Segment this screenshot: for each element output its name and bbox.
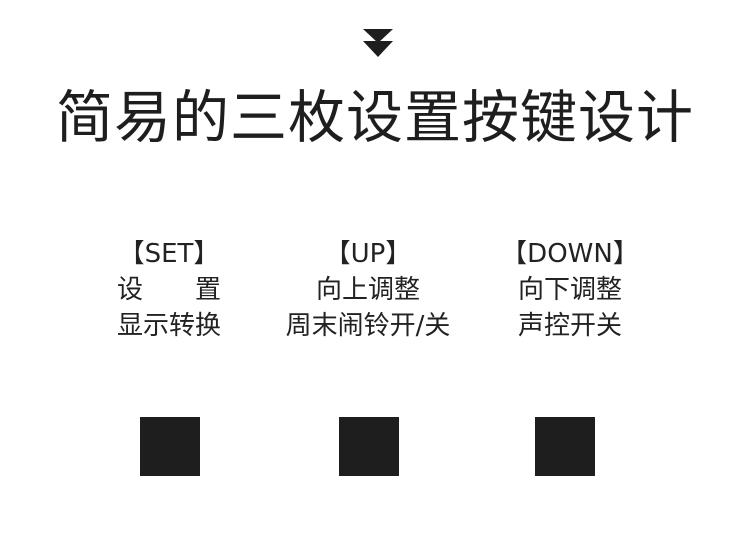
up-key-function-1: 向上调整 xyxy=(315,275,420,305)
page-title: 简易的三枚设置按键设计 xyxy=(56,85,694,151)
up-key-description: 【UP】 向上调整 周末闹铃开/关 xyxy=(248,236,488,344)
set-key-function-1: 设 置 xyxy=(116,275,221,305)
double-down-triangle-icon xyxy=(363,29,393,57)
down-key-button[interactable] xyxy=(535,417,595,476)
up-key-label: 【UP】 xyxy=(324,239,412,269)
set-key-description: 【SET】 设 置 显示转换 xyxy=(49,236,289,344)
set-key-function-2: 显示转换 xyxy=(116,311,221,341)
down-key-label: 【DOWN】 xyxy=(501,239,639,269)
up-key-function-2: 周末闹铃开/关 xyxy=(285,311,451,341)
set-key-label: 【SET】 xyxy=(118,239,220,269)
set-key-button[interactable] xyxy=(140,417,200,476)
down-key-function-2: 声控开关 xyxy=(517,311,622,341)
up-key-button[interactable] xyxy=(339,417,399,476)
down-key-function-1: 向下调整 xyxy=(517,275,622,305)
down-key-description: 【DOWN】 向下调整 声控开关 xyxy=(450,236,690,344)
